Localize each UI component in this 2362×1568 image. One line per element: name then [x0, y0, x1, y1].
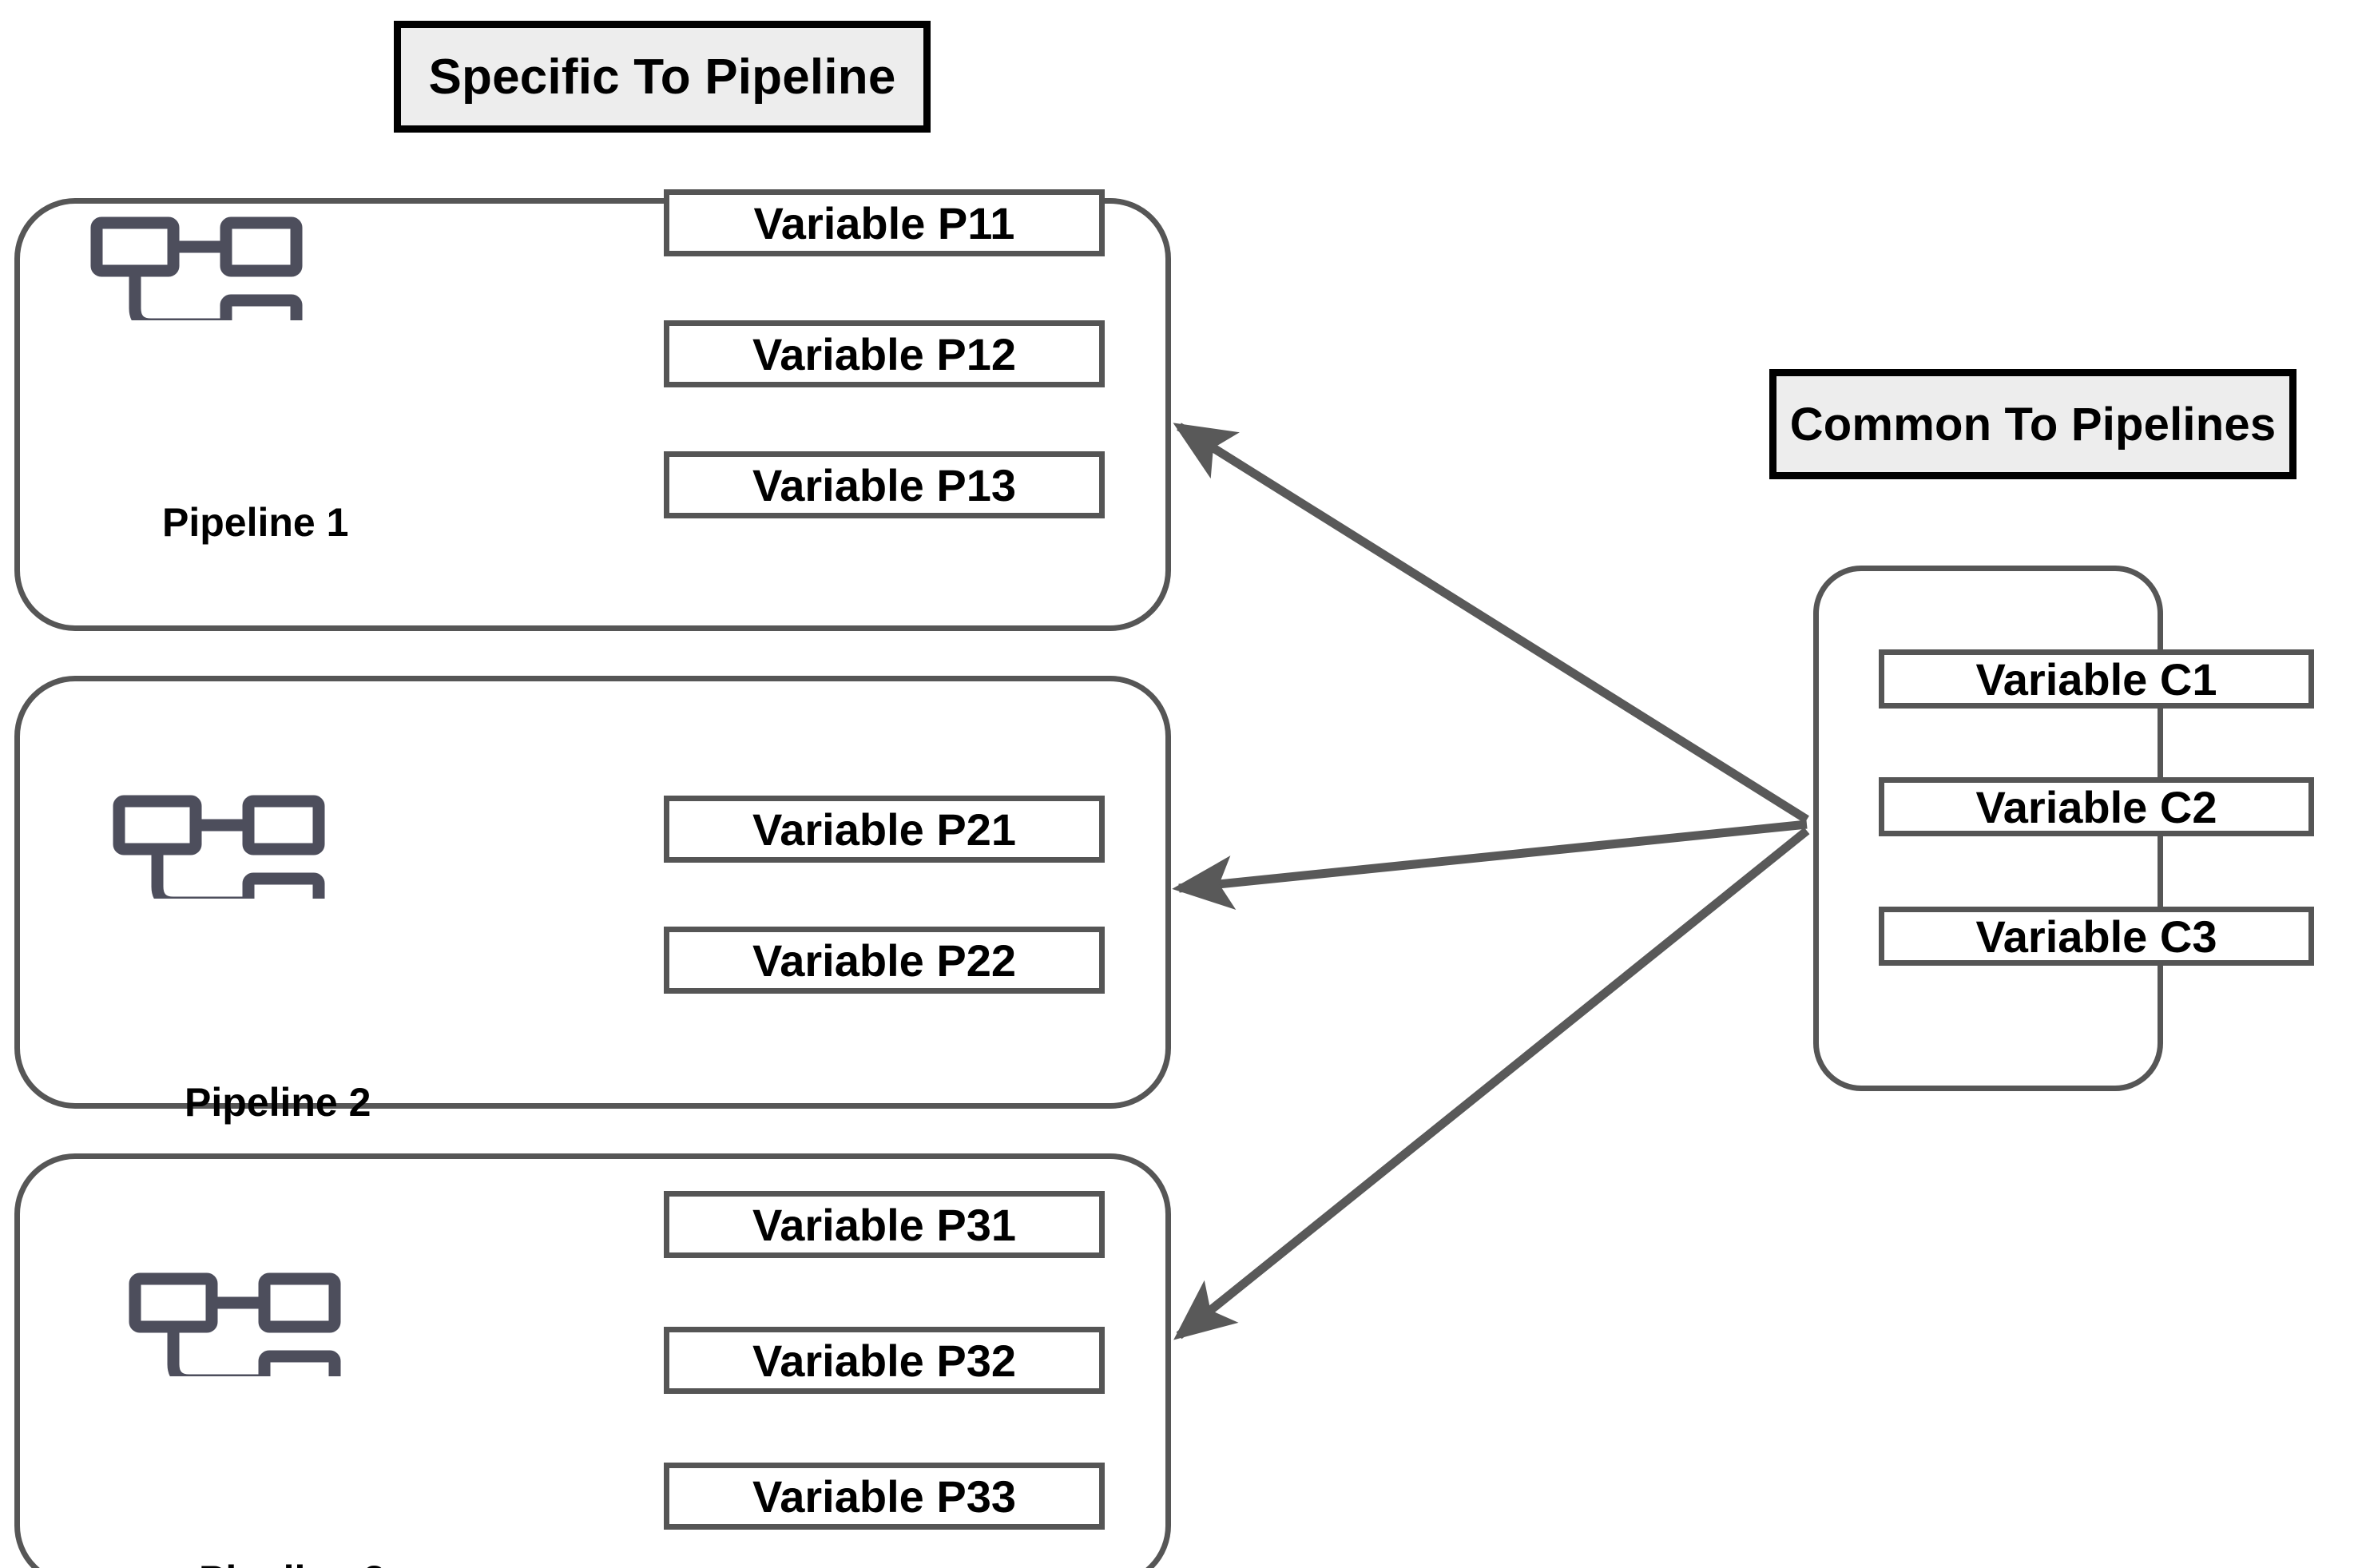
variable-chip-c3[interactable]: Variable C3: [1879, 907, 2314, 966]
pipeline-caption-1: Pipeline 1: [162, 500, 349, 545]
pipeline-flow-icon: [113, 795, 325, 899]
variable-chip-p13[interactable]: Variable P13: [664, 451, 1105, 518]
variable-chip-p33[interactable]: Variable P33: [664, 1463, 1105, 1530]
common-variables-panel: Variable C1 Variable C2 Variable C3: [1813, 566, 2314, 1091]
variable-chip-p21[interactable]: Variable P21: [664, 796, 1105, 863]
arrow-common-to-pipeline-1: [1173, 423, 1809, 824]
variable-chip-c2[interactable]: Variable C2: [1879, 777, 2314, 836]
pipeline-group-2: Pipeline 2 Variable P21 Variable P22: [14, 676, 1171, 1125]
pipeline-flow-icon: [129, 1272, 341, 1376]
pipeline-flow-icon: [90, 216, 303, 320]
pipeline-caption-3: Pipeline 3: [199, 1557, 385, 1568]
pipeline-group-3: Pipeline 3 Variable P31 Variable P32 Var…: [14, 1153, 1171, 1568]
variable-chip-p31[interactable]: Variable P31: [664, 1191, 1105, 1258]
section-header-specific-to-pipeline: Specific To Pipeline: [394, 21, 931, 133]
pipeline-caption-2: Pipeline 2: [185, 1080, 371, 1125]
variable-chip-p32[interactable]: Variable P32: [664, 1327, 1105, 1394]
section-header-common-to-pipelines: Common To Pipelines: [1769, 369, 2296, 479]
variable-chip-c1[interactable]: Variable C1: [1879, 649, 2314, 709]
arrow-common-to-pipeline-3: [1173, 827, 1810, 1340]
arrow-common-to-pipeline-2: [1172, 820, 1808, 911]
pipeline-group-1: Pipeline 1 Variable P11 Variable P12 Var…: [14, 189, 1171, 631]
variable-chip-p11[interactable]: Variable P11: [664, 189, 1105, 256]
variable-chip-p12[interactable]: Variable P12: [664, 320, 1105, 387]
variable-chip-p22[interactable]: Variable P22: [664, 927, 1105, 994]
